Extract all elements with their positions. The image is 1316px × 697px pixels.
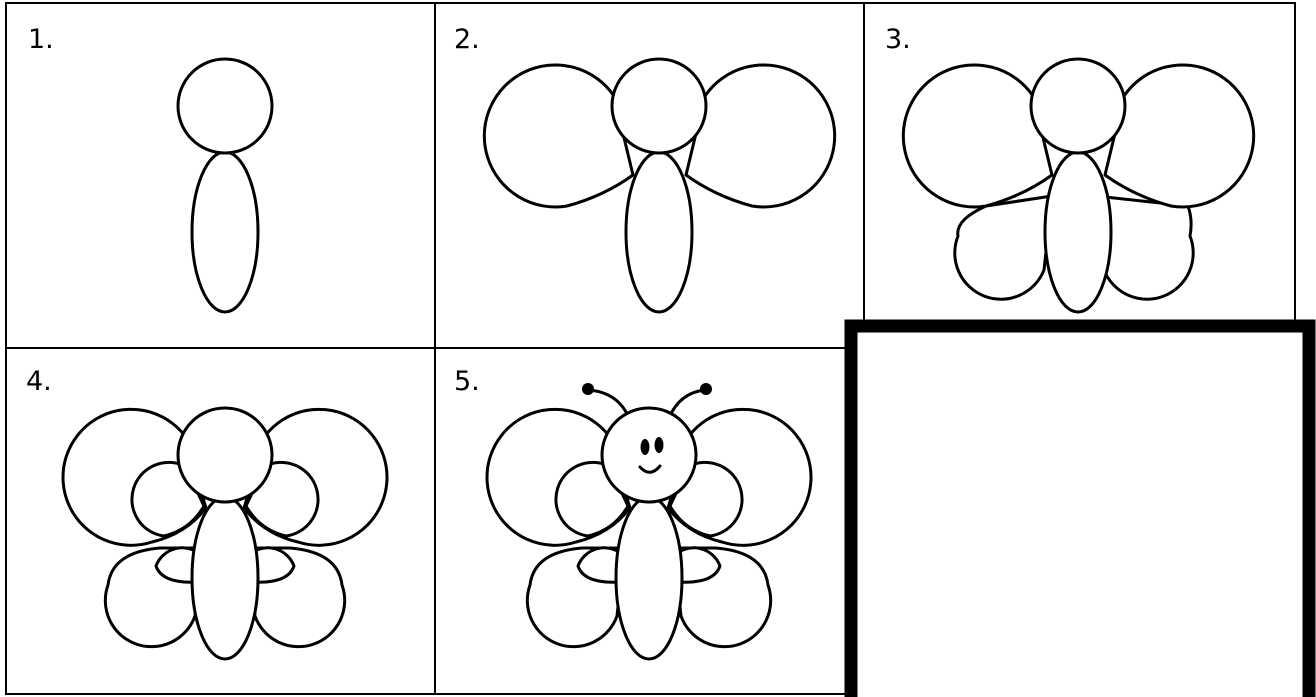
- step-3-butterfly-drawing: [903, 59, 1253, 312]
- step-5-panel: 5.: [454, 366, 811, 659]
- step-2-butterfly-drawing: [484, 59, 834, 312]
- step-1-panel: 1.: [28, 24, 272, 312]
- step-3-label: 3.: [885, 24, 911, 55]
- step-1-butterfly-drawing: [178, 59, 272, 312]
- step-4-label: 4.: [26, 366, 52, 397]
- step-1-label: 1.: [28, 24, 54, 55]
- step-5-butterfly-drawing: [487, 383, 811, 659]
- step-4-butterfly-drawing: [63, 408, 387, 659]
- step-2-label: 2.: [454, 24, 480, 55]
- step-4-panel: 4.: [26, 366, 387, 659]
- step-2-panel: 2.: [454, 24, 835, 312]
- blank-drawing-box: [851, 326, 1309, 697]
- step-3-panel: 3.: [885, 24, 1254, 312]
- step-5-label: 5.: [454, 366, 480, 397]
